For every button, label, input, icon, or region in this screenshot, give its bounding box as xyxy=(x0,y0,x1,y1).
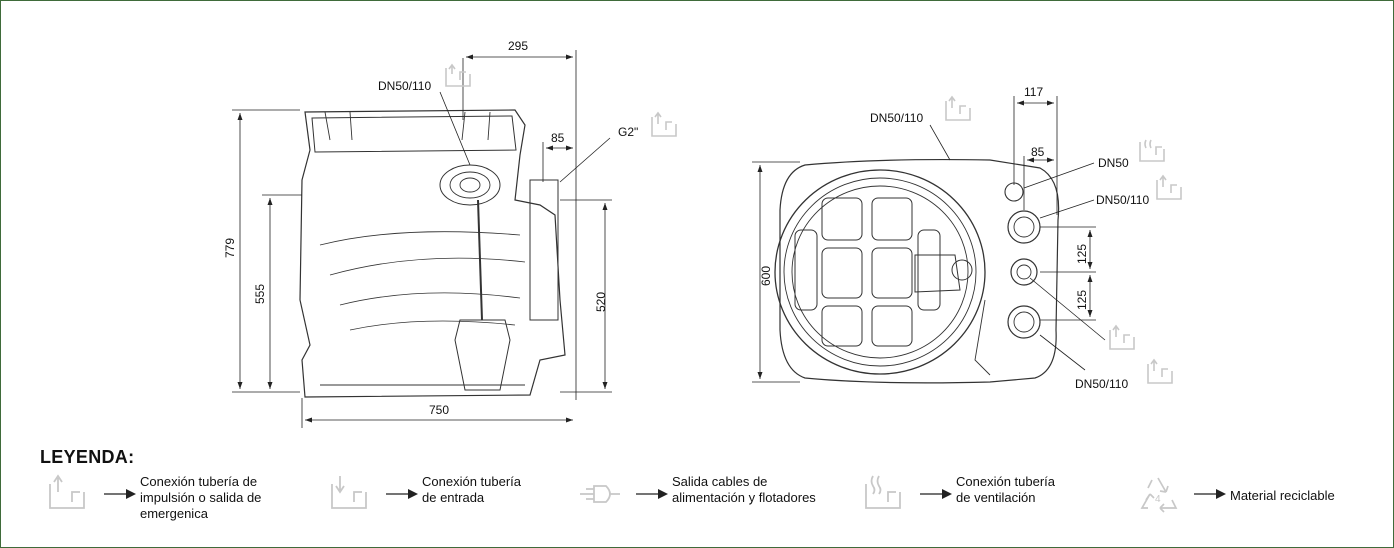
dim-520: 520 xyxy=(594,292,608,312)
outlet-pipe-icon xyxy=(1147,358,1173,384)
dim-295: 295 xyxy=(508,39,528,53)
legend-text-line: Salida cables de xyxy=(672,474,768,489)
label-g2: G2" xyxy=(618,125,638,139)
technical-drawing: 295 85 779 555 520 750 DN50/110 G2" xyxy=(223,39,1182,428)
legend-item-outlet: Conexión tubería de impulsión o salida d… xyxy=(48,474,288,534)
legend-item-vent: Conexión tubería de ventilación xyxy=(864,474,1104,534)
tank-body-side xyxy=(299,109,566,398)
outlet-pipe-icon xyxy=(49,474,136,509)
legend-text-line: Conexión tubería xyxy=(422,474,522,489)
inlet-pipe-icon xyxy=(331,476,418,509)
cable-plug-icon xyxy=(580,485,668,503)
label-dn-side: DN50/110 xyxy=(378,79,431,93)
arrow-right-icon xyxy=(126,489,136,499)
legend-text-line: alimentación y flotadores xyxy=(672,490,816,505)
outlet-pipe-icon xyxy=(945,95,971,121)
dim-779: 779 xyxy=(223,238,237,258)
legend-text-line: Material reciclable xyxy=(1230,488,1335,503)
dim-600: 600 xyxy=(759,266,773,286)
legend-text-line: de entrada xyxy=(422,490,485,505)
legend-item-recycle: 4 Material reciclable xyxy=(1138,474,1358,534)
legend-text-line: impulsión o salida de xyxy=(140,490,262,505)
legend-text-line: Conexión tubería de xyxy=(140,474,258,489)
label-dn-right: DN50/110 xyxy=(1096,193,1149,207)
label-dn-top: DN50/110 xyxy=(870,111,923,125)
arrow-right-icon xyxy=(658,489,668,499)
dim-85-top: 85 xyxy=(1031,145,1045,159)
arrow-right-icon xyxy=(408,489,418,499)
dim-117: 117 xyxy=(1024,85,1043,99)
vent-pipe-icon xyxy=(1139,139,1165,162)
arrow-right-icon xyxy=(942,489,952,499)
outlet-pipe-icon xyxy=(651,111,677,137)
outlet-pipe-icon xyxy=(1109,324,1135,350)
arrow-right-icon xyxy=(1216,489,1226,499)
vent-pipe-icon xyxy=(865,475,952,509)
top-view xyxy=(774,158,1060,384)
side-view-dimensions: 295 85 779 555 520 750 xyxy=(223,39,612,428)
legend-text-line: Conexión tubería xyxy=(956,474,1056,489)
legend-title: LEYENDA: xyxy=(40,447,135,467)
legend-item-cables: Salida cables de alimentación y flotador… xyxy=(580,474,860,534)
dim-750: 750 xyxy=(429,403,449,417)
legend-text-line: emergenica xyxy=(140,506,208,521)
tank-body-top xyxy=(779,158,1060,384)
dim-85-side: 85 xyxy=(551,131,565,145)
recycle-icon: 4 xyxy=(1140,477,1226,513)
legend-item-inlet: Conexión tubería de entrada xyxy=(330,474,550,534)
svg-text:4: 4 xyxy=(1155,494,1161,505)
side-view xyxy=(299,109,566,398)
label-dn50: DN50 xyxy=(1098,156,1129,170)
outlet-pipe-icon xyxy=(445,63,471,87)
dim-125-lower: 125 xyxy=(1075,290,1089,310)
dim-555: 555 xyxy=(253,284,267,304)
label-dn-bottom: DN50/110 xyxy=(1075,377,1128,391)
top-view-dimensions: 117 85 600 125 125 xyxy=(752,85,1106,383)
outlet-pipe-icon xyxy=(1156,174,1182,200)
dim-125-upper: 125 xyxy=(1075,244,1089,264)
legend-text-line: de ventilación xyxy=(956,490,1036,505)
